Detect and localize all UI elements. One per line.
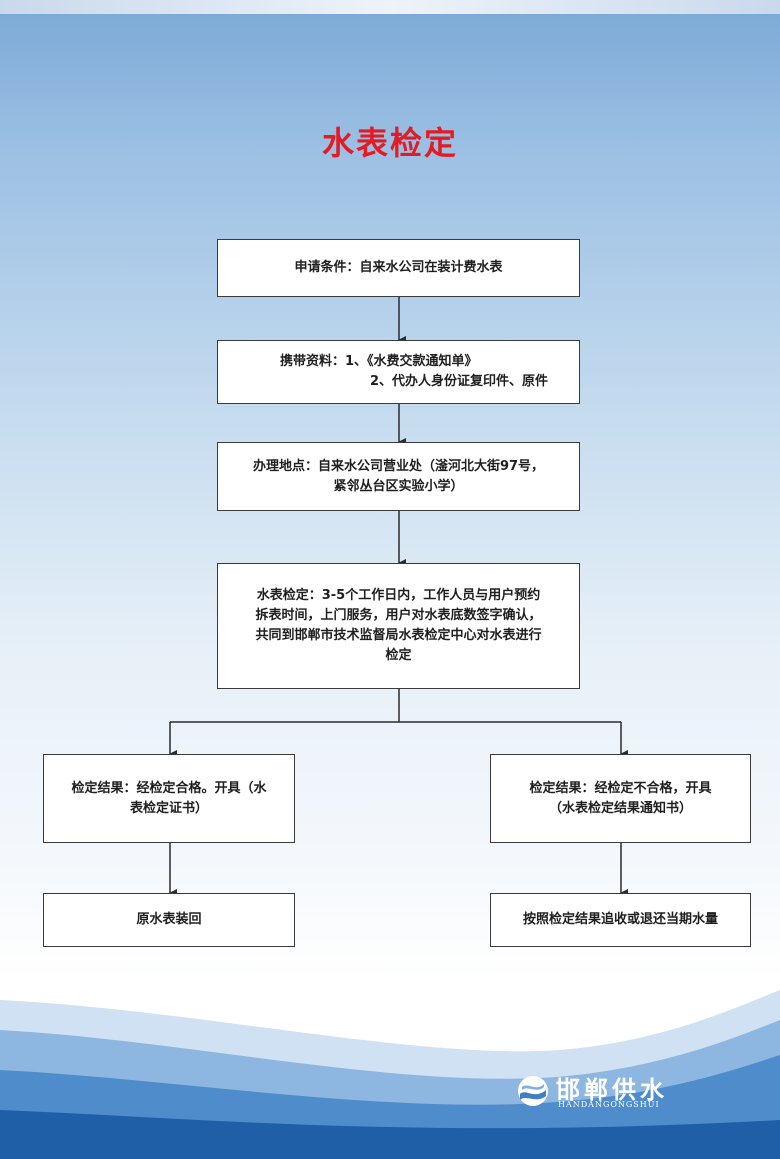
logo-name: 邯郸供水: [556, 1076, 668, 1104]
fail-action-box: 按照检定结果追收或退还当期水量: [490, 893, 751, 947]
fail-action-text: 按照检定结果追收或退还当期水量: [522, 912, 718, 927]
condition-box: 申请条件：自来水公司在装计费水表: [217, 239, 580, 297]
location-box: 办理地点：自来水公司营业处（滏河北大街97号， 紧邻丛台区实验小学）: [217, 442, 580, 511]
materials-box: 携带资料：1、《水费交款通知单》 2、代办人身份证复印件、原件: [217, 340, 580, 404]
materials-line-1: 携带资料：1、《水费交款通知单》: [280, 354, 478, 369]
pass-action-box: 原水表装回: [43, 893, 295, 947]
fail-result-box: 检定结果：经检定不合格，开具 （水表检定结果通知书）: [490, 754, 751, 843]
materials-line-2: 2、代办人身份证复印件、原件: [370, 374, 549, 389]
company-logo: 邯郸供水 HANDANGONGSHUI: [516, 1070, 696, 1116]
fail-result-line-2: （水表检定结果通知书）: [548, 800, 692, 816]
location-line-2: 紧邻丛台区实验小学）: [333, 478, 464, 494]
fail-result-line-1: 检定结果：经检定不合格，开具: [529, 780, 712, 796]
top-band: [0, 0, 780, 14]
logo-pinyin: HANDANGONGSHUI: [558, 1100, 660, 1109]
condition-text: 申请条件：自来水公司在装计费水表: [294, 260, 503, 275]
inspection-box: 水表检定：3-5个工作日内，工作人员与用户预约 拆表时间，上门服务，用户对水表底…: [217, 563, 580, 689]
pass-action-text: 原水表装回: [136, 912, 202, 927]
inspection-line-3: 共同到邯郸市技术监督局水表检定中心对水表进行: [255, 628, 542, 643]
page-title: 水表检定: [321, 124, 458, 162]
inspection-line-1: 水表检定：3-5个工作日内，工作人员与用户预约: [256, 588, 541, 603]
pass-result-line-1: 检定结果：经检定合格。开具（水: [71, 780, 267, 796]
pass-result-line-2: 表检定证书）: [129, 800, 208, 816]
inspection-line-4: 检定: [385, 648, 412, 663]
inspection-line-2: 拆表时间，上门服务，用户对水表底数签字确认，: [255, 608, 542, 623]
location-line-1: 办理地点：自来水公司营业处（滏河北大街97号，: [252, 458, 545, 474]
water-drop-icon: [518, 1076, 548, 1106]
pass-result-box: 检定结果：经检定合格。开具（水 表检定证书）: [43, 754, 295, 843]
